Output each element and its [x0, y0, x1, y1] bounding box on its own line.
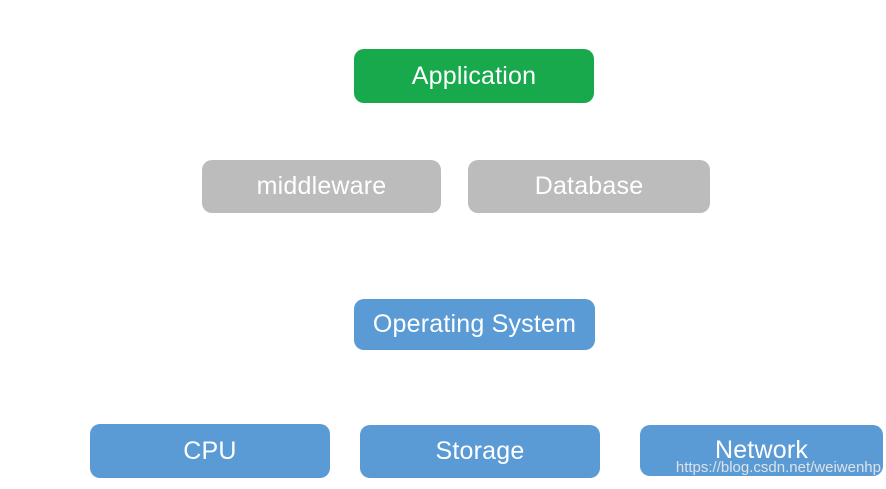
middleware-node: middleware — [202, 160, 441, 213]
network-node: Network — [640, 425, 883, 476]
application-node-label: Application — [411, 61, 537, 90]
operating-system-node: Operating System — [354, 299, 595, 350]
database-node-label: Database — [534, 172, 644, 200]
cpu-node: CPU — [90, 424, 330, 478]
storage-node: Storage — [360, 425, 600, 478]
application-node: Application — [354, 49, 594, 103]
database-node: Database — [468, 160, 710, 213]
middleware-node-label: middleware — [256, 172, 387, 200]
operating-system-node-label: Operating System — [372, 310, 577, 338]
network-node-label: Network — [714, 436, 809, 464]
cpu-node-label: CPU — [183, 436, 237, 465]
storage-node-label: Storage — [435, 437, 525, 465]
